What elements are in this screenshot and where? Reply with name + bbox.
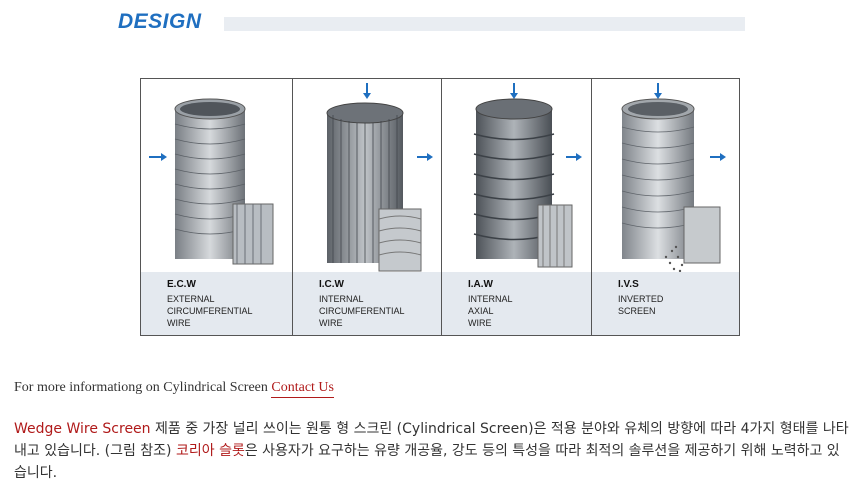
flow-out-arrow-icon bbox=[576, 153, 582, 161]
panel-code: I.C.W bbox=[319, 279, 344, 290]
flow-out-arrow-icon bbox=[720, 153, 726, 161]
flow-out-arrow-icon bbox=[427, 153, 433, 161]
description-text: 제품 중 가장 널리 쓰이는 원통 형 스크린 (Cylindrical Scr… bbox=[14, 421, 849, 459]
description-text: 은 사용자가 요구하는 유량 개공율, 강도 등의 특성을 따라 최적의 솔루션… bbox=[14, 443, 840, 481]
flow-down-arrow-icon bbox=[363, 93, 371, 99]
flow-down-arrow-icon bbox=[654, 93, 662, 99]
company-name-highlight: 코리아 슬롯 bbox=[175, 443, 245, 459]
panel-code: I.V.S bbox=[618, 279, 639, 290]
panel-description: INTERNAL AXIAL WIRE bbox=[468, 294, 513, 328]
panel-iaw: I.A.W INTERNAL AXIAL WIRE bbox=[441, 79, 591, 335]
flow-down-arrow-icon bbox=[510, 93, 518, 99]
flow-in-arrow-icon bbox=[161, 153, 167, 161]
panel-ivs: I.V.S INVERTED SCREEN bbox=[591, 79, 739, 335]
panel-code: I.A.W bbox=[468, 279, 493, 290]
title-divider-bar bbox=[224, 17, 745, 31]
iaw-illustration bbox=[473, 83, 582, 268]
icw-illustration bbox=[326, 83, 433, 272]
panel-code: E.C.W bbox=[167, 279, 196, 290]
ivs-illustration bbox=[621, 83, 726, 273]
panel-description: INVERTED SCREEN bbox=[618, 294, 664, 316]
panel-description: EXTERNAL CIRCUMFERENTIAL WIRE bbox=[167, 294, 253, 328]
panel-ecw: E.C.W EXTERNAL CIRCUMFERENTIAL WIRE bbox=[141, 79, 292, 335]
particle-dots bbox=[664, 245, 684, 273]
panel-icw: I.C.W INTERNAL CIRCUMFERENTIAL WIRE bbox=[292, 79, 441, 335]
description-paragraph: Wedge Wire Screen 제품 중 가장 널리 쓰이는 원통 형 스크… bbox=[14, 418, 849, 484]
section-title: DESIGN bbox=[118, 10, 202, 33]
contact-info-line: For more informationg on Cylindrical Scr… bbox=[14, 380, 334, 398]
screen-design-figure: E.C.W EXTERNAL CIRCUMFERENTIAL WIRE bbox=[140, 78, 740, 336]
axial-rod-lines bbox=[332, 115, 398, 263]
panel-description: INTERNAL CIRCUMFERENTIAL WIRE bbox=[319, 294, 405, 328]
info-text: For more informationg on Cylindrical Scr… bbox=[14, 380, 268, 395]
contact-us-link[interactable]: Contact Us bbox=[271, 380, 334, 398]
product-name-highlight: Wedge Wire Screen bbox=[14, 421, 151, 437]
ecw-illustration bbox=[149, 98, 274, 265]
